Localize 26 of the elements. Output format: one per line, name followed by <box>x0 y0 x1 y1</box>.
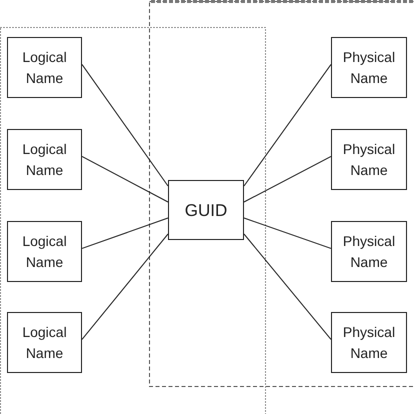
physical-name-box <box>331 221 407 282</box>
node-label: Physical Name <box>342 322 396 362</box>
node-label: Logical Name <box>21 232 68 272</box>
connector-line <box>244 234 332 340</box>
node-label: Logical Name <box>21 48 68 88</box>
logical-name-box <box>7 221 82 282</box>
node-label: Physical Name <box>342 232 396 272</box>
physical-name-box <box>331 129 407 190</box>
physical-name-box <box>331 37 407 98</box>
logical-name-box <box>7 129 82 190</box>
guid-box <box>168 180 244 240</box>
node-label: Physical Name <box>342 48 396 88</box>
connector-line <box>82 218 168 249</box>
connector-line <box>82 156 168 202</box>
node-label: Physical Name <box>342 140 396 180</box>
node-label: GUID <box>184 200 228 220</box>
physical-name-box <box>331 312 407 373</box>
logical-name-box <box>7 312 82 373</box>
connector-line <box>244 218 332 249</box>
node-label: Logical Name <box>21 140 68 180</box>
connector-line <box>82 234 168 340</box>
connector-line <box>244 156 332 202</box>
connector-line <box>82 64 168 186</box>
connector-line <box>244 64 332 186</box>
logical-name-box <box>7 37 82 98</box>
node-label: Logical Name <box>21 322 68 362</box>
